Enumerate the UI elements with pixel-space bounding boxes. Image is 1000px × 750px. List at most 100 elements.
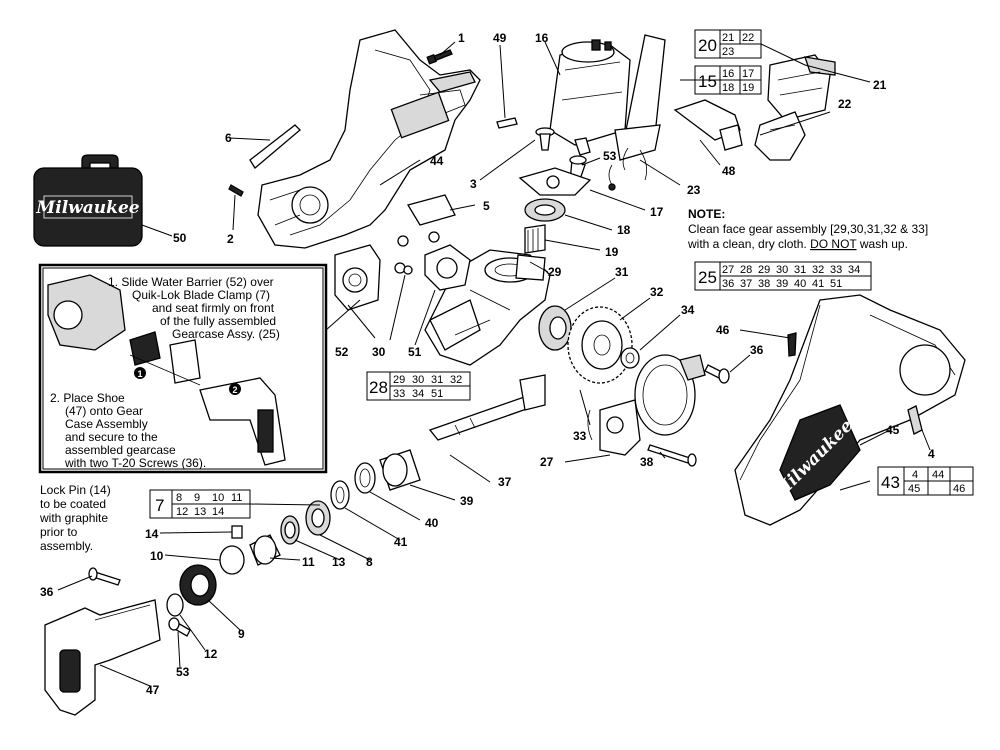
callout-39: 39 (460, 494, 474, 508)
callout-50: 50 (173, 231, 187, 245)
case-brand-text: Milwaukee (35, 198, 139, 218)
screw-38 (647, 444, 697, 467)
step1-line-1: 1. Slide Water Barrier (52) over (108, 275, 274, 289)
group-28-sub-7: 51 (431, 388, 443, 400)
callout-44: 44 (430, 154, 444, 168)
callout-11: 11 (302, 555, 315, 569)
clamp-collar-9 (179, 564, 217, 606)
step-marker-2: 2 (232, 385, 237, 395)
screw-36-bottom (88, 567, 121, 586)
group-20-sub-2: 22 (742, 32, 754, 44)
group-15-sub-2: 17 (742, 68, 754, 80)
group-7-sub-7: 14 (212, 506, 224, 518)
callout-40: 40 (425, 516, 439, 530)
group-box-text: 20 21 22 23 15 16 17 18 19 25 27 28 29 3… (155, 32, 965, 518)
callout-51: 51 (408, 345, 422, 359)
step1-line-5: Gearcase Assy. (25) (172, 327, 280, 341)
callout-19: 19 (605, 245, 619, 259)
callout-1: 1 (458, 31, 465, 45)
callout-36b: 36 (40, 585, 54, 599)
callout-10: 10 (150, 549, 164, 563)
callout-30: 30 (372, 345, 386, 359)
group-20-main: 20 (698, 36, 717, 55)
switch-assembly-20 (767, 54, 836, 121)
group-25-sub-13: 40 (794, 278, 806, 290)
cup-29 (515, 254, 546, 281)
terminal-block-48 (673, 99, 743, 151)
group-43-sub-1: 4 (912, 469, 918, 481)
group-25-sub-2: 28 (740, 264, 752, 276)
instruction-box (38, 263, 361, 474)
step2-line-6: with two T-20 Screws (36). (64, 456, 206, 470)
screw-3 (535, 127, 555, 151)
sleeve-11 (249, 534, 281, 566)
screw-1 (426, 49, 453, 65)
group-25-sub-8: 34 (848, 264, 860, 276)
note-line-2: with a clean, dry cloth. DO NOT wash up. (687, 237, 908, 251)
group-7-sub-3: 10 (212, 492, 224, 504)
group-25-sub-10: 37 (740, 278, 752, 290)
screw-30 (403, 265, 413, 275)
cam-10 (219, 545, 245, 575)
step2-line-3: Case Assembly (65, 417, 148, 431)
shoe-47 (44, 599, 161, 716)
note-do-not: DO NOT (810, 237, 857, 251)
callout-49: 49 (493, 31, 507, 45)
collar-8 (305, 500, 331, 536)
callout-14: 14 (145, 527, 159, 541)
group-25-main: 25 (698, 268, 717, 287)
callout-45: 45 (886, 423, 900, 437)
group-15-main: 15 (698, 72, 717, 91)
group-box-28 (366, 371, 471, 401)
group-43-sub-3: 45 (908, 483, 920, 495)
group-7-sub-1: 8 (176, 492, 182, 504)
group-43-sub-4: 46 (953, 483, 965, 495)
ring-41 (330, 480, 350, 510)
lockpin-note: Lock Pin (14) to be coated with graphite… (39, 483, 111, 553)
group-15-sub-1: 16 (722, 68, 734, 80)
callout-36a: 36 (750, 343, 764, 357)
step2-line-4: and secure to the (65, 430, 158, 444)
pin-33 (587, 409, 593, 441)
callout-52: 52 (335, 345, 349, 359)
housing-half-44 (257, 29, 481, 249)
group-28-sub-2: 30 (412, 374, 424, 386)
sleeve-39 (379, 449, 421, 491)
lockpin-line-2: to be coated (40, 497, 106, 511)
label-plate-6 (249, 124, 301, 169)
callout-5: 5 (483, 199, 490, 213)
group-7-main: 7 (155, 496, 164, 515)
callout-38: 38 (640, 455, 654, 469)
callout-13: 13 (332, 555, 346, 569)
face-gear-32 (567, 306, 633, 384)
group-25-sub-15: 51 (830, 278, 842, 290)
callout-46: 46 (716, 323, 730, 337)
bearing-18 (524, 198, 566, 222)
lock-pin-14 (231, 525, 243, 539)
callout-53b: 53 (176, 665, 190, 679)
group-15-sub-4: 19 (742, 82, 754, 94)
step2-line-2: (47) onto Gear (65, 404, 143, 418)
group-43-sub-2: 44 (932, 469, 944, 481)
group-7-sub-4: 11 (231, 492, 242, 504)
callout-8: 8 (366, 555, 373, 569)
gear-cover-27 (599, 354, 706, 456)
ring-40 (354, 462, 376, 494)
bracket-17 (518, 167, 592, 196)
screw-30a (394, 231, 440, 274)
group-28-sub-6: 34 (412, 388, 424, 400)
callout-9: 9 (238, 627, 245, 641)
callout-numbers: 1 49 16 21 22 6 3 53 48 23 44 2 50 5 17 … (40, 31, 935, 697)
callout-23: 23 (687, 183, 701, 197)
carrying-case-50: Milwaukee (33, 154, 143, 247)
lockpin-line-1: Lock Pin (14) (40, 483, 111, 497)
callout-48: 48 (722, 164, 736, 178)
callout-34: 34 (681, 303, 695, 317)
group-25-sub-5: 31 (794, 264, 806, 276)
bearing-31 (538, 305, 572, 351)
group-7-sub-2: 9 (194, 492, 200, 504)
gasket-5 (407, 194, 456, 226)
callout-47: 47 (146, 683, 160, 697)
group-25-sub-6: 32 (812, 264, 824, 276)
screw-36-top (704, 364, 730, 384)
